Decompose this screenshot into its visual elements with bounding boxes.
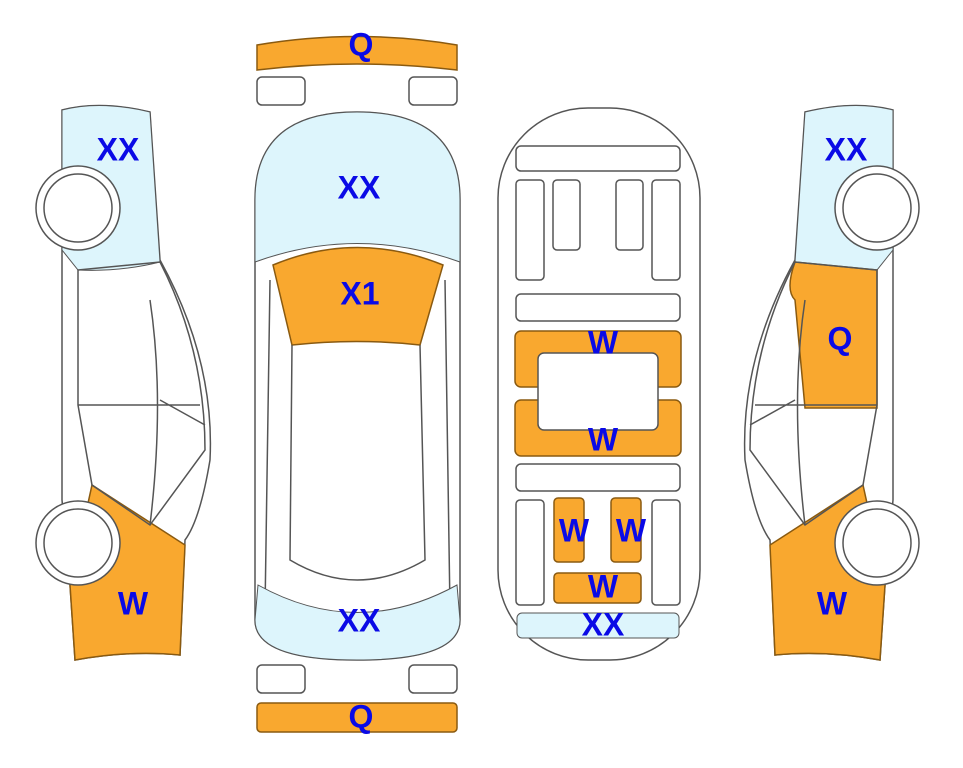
left-rear-label: W [118, 585, 149, 621]
top-view: Q XX X1 XX Q [254, 26, 461, 734]
right-seat-label: W [616, 512, 647, 548]
right-side-view: XX Q W [743, 104, 920, 661]
right-roof-label: XX [825, 131, 868, 167]
lower-frame-label: W [588, 421, 619, 457]
front-bumper-label: Q [349, 26, 374, 62]
left-rear-seat[interactable] [553, 497, 585, 563]
hood-label: XX [338, 169, 381, 205]
left-side-view: XX W [35, 104, 212, 661]
floor-view: W W W W W XX [497, 107, 701, 661]
left-seat-label: W [559, 512, 590, 548]
rear-bar[interactable] [553, 572, 642, 604]
right-rear-label: W [817, 585, 848, 621]
windshield-label: X1 [340, 275, 379, 311]
rear-bar-label: W [588, 568, 619, 604]
trunk[interactable] [254, 584, 461, 661]
right-rear-seat[interactable] [610, 497, 642, 563]
rear-panel-label: XX [582, 606, 625, 642]
windshield[interactable] [272, 246, 444, 346]
upper-frame-label: W [588, 324, 619, 360]
left-roof-label: XX [97, 131, 140, 167]
hood[interactable] [254, 111, 461, 263]
front-bumper[interactable] [256, 35, 458, 71]
rear-bumper[interactable] [256, 702, 458, 733]
rear-bumper-label: Q [349, 698, 374, 734]
right-door-label: Q [828, 320, 853, 356]
trunk-label: XX [338, 602, 381, 638]
rear-panel[interactable] [516, 612, 680, 639]
